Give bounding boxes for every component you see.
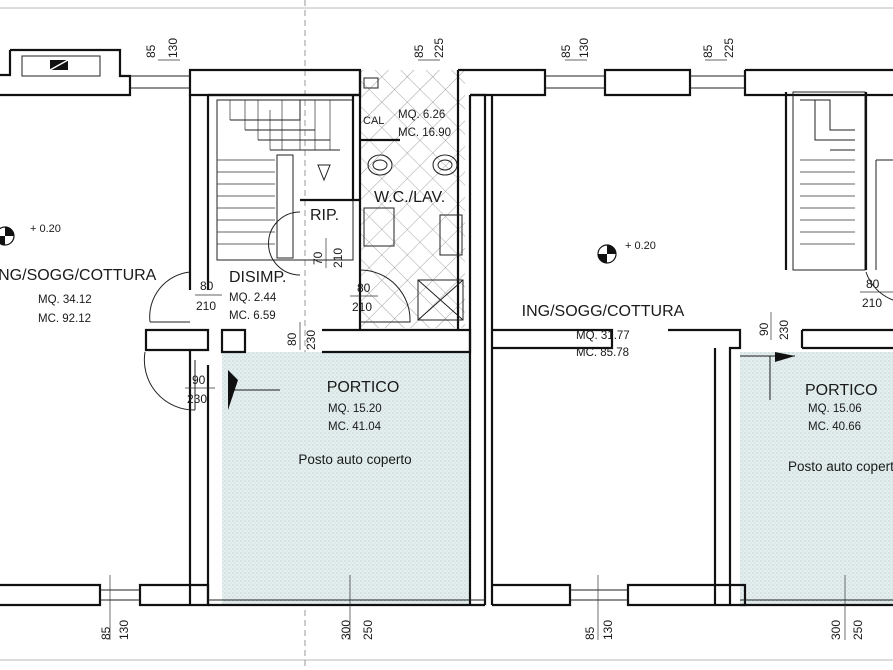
living-left-mq: MQ. 34.12	[38, 294, 92, 306]
wc-mc: MC. 16.90	[398, 127, 451, 139]
svg-text:130: 130	[117, 620, 131, 640]
dim-door-entry-left: 90 230	[185, 373, 215, 406]
svg-text:130: 130	[166, 38, 180, 58]
svg-text:80: 80	[357, 281, 371, 295]
living-mid-mq: MQ. 31.77	[576, 330, 630, 342]
portico-right-floor	[740, 352, 893, 606]
wc-mq: MQ. 6.26	[398, 109, 445, 121]
svg-text:250: 250	[361, 620, 375, 640]
level-marker-mid	[597, 244, 617, 264]
dim-top-3: 85 130	[559, 38, 591, 61]
level-marker-left	[0, 226, 15, 246]
svg-text:210: 210	[352, 300, 372, 314]
svg-text:300: 300	[829, 620, 843, 640]
svg-text:130: 130	[577, 38, 591, 58]
entry-arrows	[228, 352, 795, 410]
svg-text:225: 225	[432, 38, 446, 58]
portico-left-floor	[222, 352, 470, 606]
svg-text:70: 70	[311, 251, 325, 265]
svg-text:80: 80	[866, 277, 880, 291]
dim-door-portico-right: 90 230	[757, 312, 791, 340]
disimp-name: DISIMP.	[229, 269, 287, 286]
level-left: + 0.20	[30, 223, 61, 235]
dim-bottom-2: 300 250	[339, 575, 375, 640]
living-left-mc: MC. 92.12	[38, 313, 91, 325]
svg-text:80: 80	[285, 332, 299, 346]
svg-text:85: 85	[144, 44, 158, 58]
cal-name: CAL	[363, 115, 384, 127]
sanitary-fixtures	[363, 77, 464, 321]
svg-text:85: 85	[99, 626, 113, 640]
svg-text:130: 130	[601, 620, 615, 640]
living-left-name: ING/SOGG/COTTURA	[0, 267, 157, 284]
dim-bottom-4: 300 250	[829, 575, 865, 640]
svg-text:85: 85	[412, 44, 426, 58]
svg-text:90: 90	[192, 373, 206, 387]
svg-text:80: 80	[200, 279, 214, 293]
svg-text:300: 300	[339, 620, 353, 640]
portico-right-name: PORTICO	[805, 382, 878, 399]
svg-text:85: 85	[701, 44, 715, 58]
dim-door-left: 80 210	[195, 279, 222, 313]
svg-text:230: 230	[304, 330, 318, 350]
dim-door-wc: 80 210	[350, 281, 378, 314]
portico-left-note: Posto auto coperto	[298, 452, 411, 467]
wc-floor	[361, 70, 465, 328]
portico-left-name: PORTICO	[327, 379, 400, 396]
dim-bottom-3: 85 130	[583, 575, 615, 640]
dim-top-1: 85 130	[144, 38, 180, 61]
svg-text:85: 85	[559, 44, 573, 58]
walls	[0, 48, 893, 607]
svg-text:90: 90	[757, 322, 771, 336]
level-mid: + 0.20	[625, 240, 656, 252]
portico-left-mc: MC. 41.04	[328, 421, 382, 433]
dim-door-right: 80 210	[860, 277, 893, 310]
dim-top-4: 85 225	[701, 38, 736, 61]
wc-name: W.C./LAV.	[374, 189, 445, 206]
disimp-mc: MC. 6.59	[229, 310, 276, 322]
dim-bottom-1: 85 130	[99, 575, 131, 640]
svg-text:230: 230	[187, 392, 207, 406]
disimp-mq: MQ. 2.44	[229, 292, 277, 304]
door-swings	[143, 160, 893, 411]
portico-right-note: Posto auto coperto	[788, 459, 893, 474]
dim-door-portico-left: 80 230	[285, 322, 318, 350]
portico-right-mc: MC. 40.66	[808, 421, 861, 433]
dim-door-rip: 70 210	[311, 238, 345, 268]
rip-name: RIP.	[310, 207, 339, 224]
svg-text:225: 225	[722, 38, 736, 58]
svg-text:210: 210	[862, 296, 882, 310]
dim-top-2: 85 225	[412, 38, 446, 61]
svg-text:250: 250	[851, 620, 865, 640]
portico-right-mq: MQ. 15.06	[808, 403, 862, 415]
svg-text:230: 230	[777, 320, 791, 340]
portico-left-mq: MQ. 15.20	[328, 403, 382, 415]
svg-text:210: 210	[196, 299, 216, 313]
living-mid-name: ING/SOGG/COTTURA	[522, 303, 685, 320]
svg-text:210: 210	[331, 248, 345, 268]
living-mid-mc: MC. 85.78	[576, 347, 629, 359]
svg-text:85: 85	[583, 626, 597, 640]
